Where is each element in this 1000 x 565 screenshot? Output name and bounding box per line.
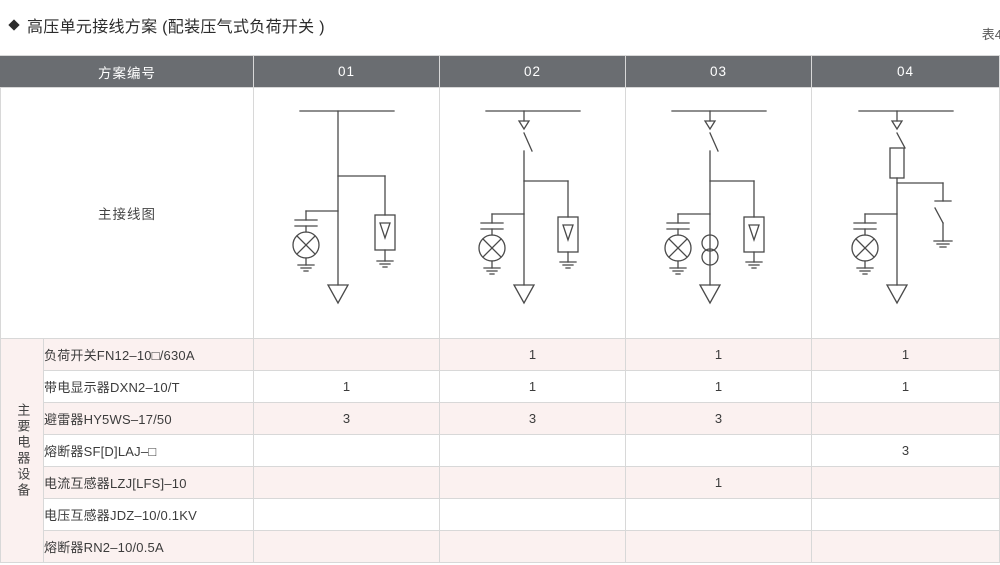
equipment-qty-03: 3: [625, 402, 812, 435]
page-title: 高压单元接线方案 (配装压气式负荷开关 ): [27, 19, 325, 36]
header-scheme-label: 方案编号: [0, 55, 254, 88]
equipment-qty-04: [811, 498, 1000, 531]
table-row: 熔断器RN2–10/0.5A: [1, 530, 1000, 563]
equipment-qty-02: [439, 434, 626, 467]
cable-outlet-symbol: [512, 284, 535, 305]
page-title-bar: 高压单元接线方案 (配装压气式负荷开关 ): [0, 8, 1000, 42]
equipment-qty-04: [811, 530, 1000, 563]
surge-arrester-symbol: [742, 216, 765, 269]
fuse-symbol: [888, 147, 905, 286]
equipment-qty-02: [439, 498, 626, 531]
equipment-qty-03: [625, 498, 812, 531]
equipment-name: 电压互感器JDZ–10/0.1KV: [43, 498, 254, 531]
equipment-name: 熔断器RN2–10/0.5A: [43, 530, 254, 563]
diagram-cell-04: [811, 87, 1000, 339]
equipment-qty-02: [439, 530, 626, 563]
equipment-qty-01: [253, 434, 440, 467]
diagram-row-label: 主接线图: [0, 87, 254, 339]
diagram-cell-02: [439, 87, 626, 339]
branch-to-voltage-indicator: [863, 213, 898, 224]
voltage-indicator-symbol: [663, 222, 692, 275]
diamond-bullet-icon: [8, 19, 20, 31]
branch-to-arrester: [522, 180, 569, 218]
equipment-qty-01: 3: [253, 402, 440, 435]
diagram-cell-03: [625, 87, 812, 339]
equipment-name: 熔断器SF[D]LAJ–□: [43, 434, 254, 467]
side-label-main-equipment: 主要电器设备: [0, 338, 44, 563]
cable-outlet-symbol: [326, 284, 349, 305]
header-col-01: 01: [253, 55, 440, 88]
branch-to-voltage-indicator: [304, 210, 339, 221]
equipment-qty-01: [253, 530, 440, 563]
equipment-qty-04: 1: [811, 370, 1000, 403]
current-transformer-symbol: [700, 234, 719, 266]
header-col-04: 04: [811, 55, 1000, 88]
diagram-cell-01: [253, 87, 440, 339]
equipment-qty-04: 3: [811, 434, 1000, 467]
branch-to-earthing-switch: [895, 182, 953, 248]
equipment-qty-04: 1: [811, 338, 1000, 371]
voltage-indicator-symbol: [291, 219, 320, 272]
voltage-indicator-symbol: [850, 222, 879, 275]
equipment-qty-01: [253, 466, 440, 499]
load-switch-symbol: [703, 110, 719, 286]
equipment-qty-03: 1: [625, 370, 812, 403]
equipment-qty-01: 1: [253, 370, 440, 403]
equipment-name: 避雷器HY5WS–17/50: [43, 402, 254, 435]
branch-to-arrester: [708, 180, 755, 218]
equipment-qty-02: 1: [439, 338, 626, 371]
header-col-02: 02: [439, 55, 626, 88]
branch-to-voltage-indicator: [676, 213, 711, 224]
equipment-qty-01: [253, 338, 440, 371]
equipment-qty-03: 1: [625, 466, 812, 499]
equipment-qty-02: 1: [439, 370, 626, 403]
surge-arrester-symbol: [556, 216, 579, 269]
equipment-name: 带电显示器DXN2–10/T: [43, 370, 254, 403]
load-switch-symbol: [517, 110, 533, 286]
equipment-qty-04: [811, 402, 1000, 435]
equipment-qty-03: [625, 530, 812, 563]
table-row: 避雷器HY5WS–17/50 3 3 3: [1, 402, 1000, 435]
header-col-03: 03: [625, 55, 812, 88]
table-header-row: 方案编号 01 02 03 04: [0, 55, 1000, 88]
branch-to-voltage-indicator: [490, 213, 525, 224]
equipment-qty-02: [439, 466, 626, 499]
table-row: 带电显示器DXN2–10/T 1 1 1 1: [1, 370, 1000, 403]
table-row: 主要电器设备 负荷开关FN12–10□/630A 1 1 1: [0, 338, 1000, 563]
voltage-indicator-symbol: [477, 222, 506, 275]
load-switch-symbol: [890, 110, 906, 149]
table-row: 电压互感器JDZ–10/0.1KV: [1, 498, 1000, 531]
equipment-qty-03: 1: [625, 338, 812, 371]
cable-outlet-symbol: [698, 284, 721, 305]
surge-arrester-symbol: [373, 214, 396, 268]
table-row: 熔断器SF[D]LAJ–□ 3: [1, 434, 1000, 467]
equipment-name: 电流互感器LZJ[LFS]–10: [43, 466, 254, 499]
equipment-qty-02: 3: [439, 402, 626, 435]
wiring-scheme-table: 方案编号 01 02 03 04 主接线图: [0, 55, 1000, 563]
table-number-label: 表4: [981, 27, 1000, 42]
diagram-row: 主接线图: [0, 87, 1000, 339]
equipment-name: 负荷开关FN12–10□/630A: [43, 338, 254, 371]
equipment-qty-03: [625, 434, 812, 467]
equipment-qty-04: [811, 466, 1000, 499]
equipment-qty-01: [253, 498, 440, 531]
branch-to-arrester: [336, 175, 386, 216]
table-row: 电流互感器LZJ[LFS]–10 1: [1, 466, 1000, 499]
cable-outlet-symbol: [885, 284, 908, 305]
